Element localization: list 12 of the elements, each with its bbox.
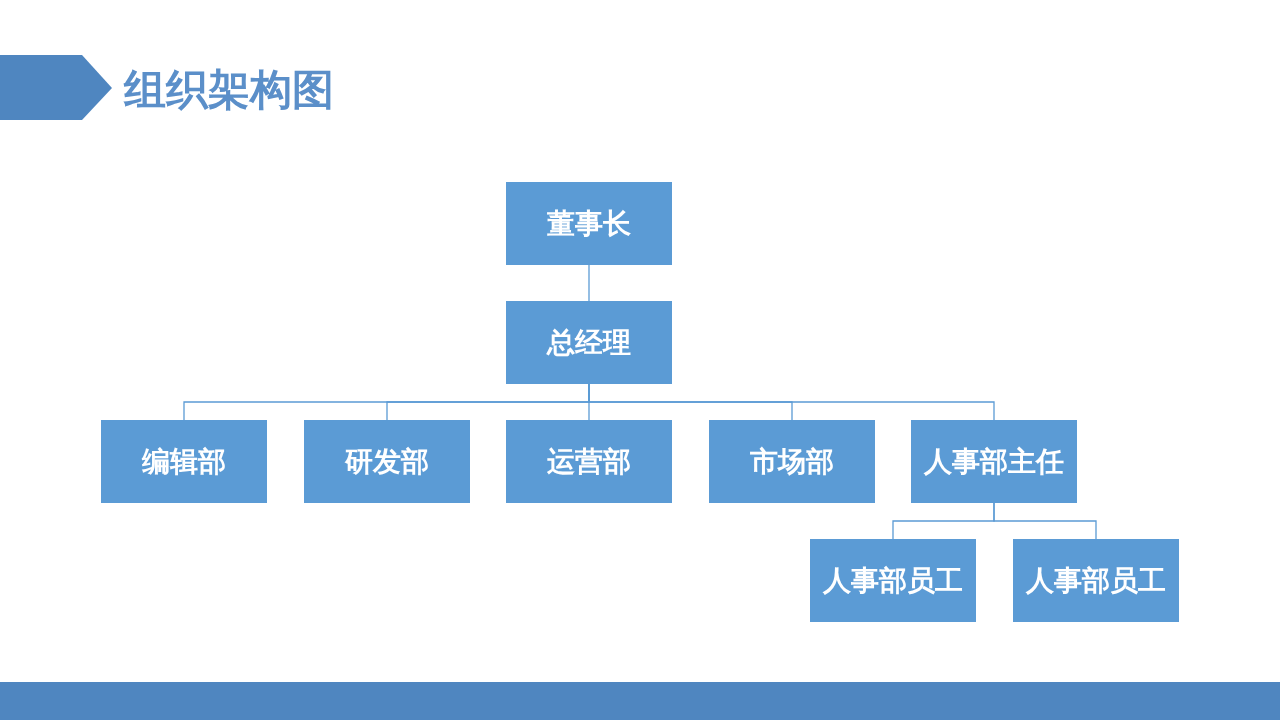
org-box: 人事部员工 [1013, 539, 1179, 622]
org-box: 总经理 [506, 301, 672, 384]
connector-line [993, 502, 1097, 540]
org-box: 研发部 [304, 420, 470, 503]
page-title: 组织架构图 [124, 64, 334, 116]
org-box: 董事长 [506, 182, 672, 265]
connector-line [588, 264, 590, 302]
org-box: 运营部 [506, 420, 672, 503]
org-box: 人事部主任 [911, 420, 1077, 503]
org-box: 市场部 [709, 420, 875, 503]
org-box: 人事部员工 [810, 539, 976, 622]
org-box: 编辑部 [101, 420, 267, 503]
